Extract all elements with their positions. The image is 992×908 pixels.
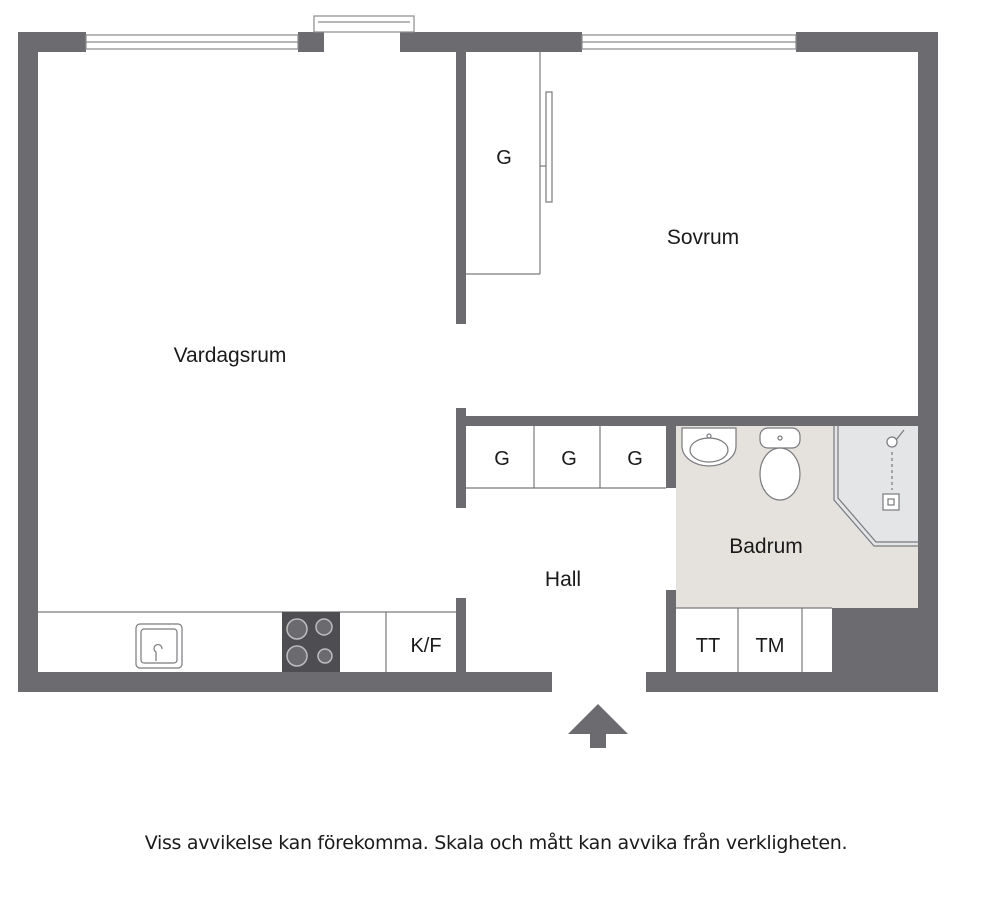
fridge-freezer-label: K/F [410,635,441,657]
floor-plan: Vardagsrum Sovrum Hall Badrum G G G G K/… [18,15,938,748]
windows [85,15,797,50]
room-label-badrum: Badrum [729,535,803,558]
disclaimer-text: Viss avvikelse kan förekomma. Skala och … [144,832,848,854]
sovrum-wardrobe [466,52,553,275]
laundry-units [676,607,832,672]
tumble-dryer-label: TT [696,635,720,657]
wardrobe-label: G [496,147,512,169]
outer-walls [18,32,938,692]
room-label-vardagsrum: Vardagsrum [174,344,287,367]
hall-wardrobes [466,426,666,489]
toilet [759,427,801,501]
stove [282,612,340,672]
wardrobe-label: G [561,448,577,470]
kitchen-counter [38,611,456,672]
room-label-sovrum: Sovrum [667,226,739,249]
entrance-arrow [568,704,628,748]
washing-machine-label: TM [756,635,785,657]
room-label-hall: Hall [545,568,581,591]
wardrobe-label: G [494,448,510,470]
interior-walls [456,52,926,678]
washbasin [681,427,737,467]
shower-floor [834,426,920,546]
wardrobe-label: G [627,448,643,470]
shower [833,426,920,547]
